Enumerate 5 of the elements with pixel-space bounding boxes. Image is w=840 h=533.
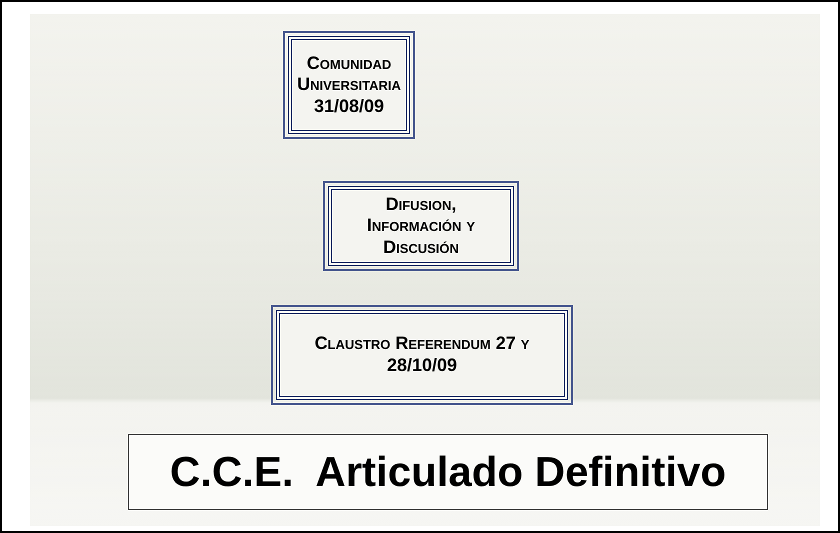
heading-text: C.C.E. Articulado Definitivo: [170, 448, 726, 496]
box-label: Claustro Referendum 27 y 28/10/09: [314, 333, 530, 377]
box-label: Comunidad Universitaria 31/08/09: [297, 52, 401, 118]
title-box: [128, 434, 768, 510]
box-label: Difusion, Información y Discusión: [366, 194, 476, 258]
